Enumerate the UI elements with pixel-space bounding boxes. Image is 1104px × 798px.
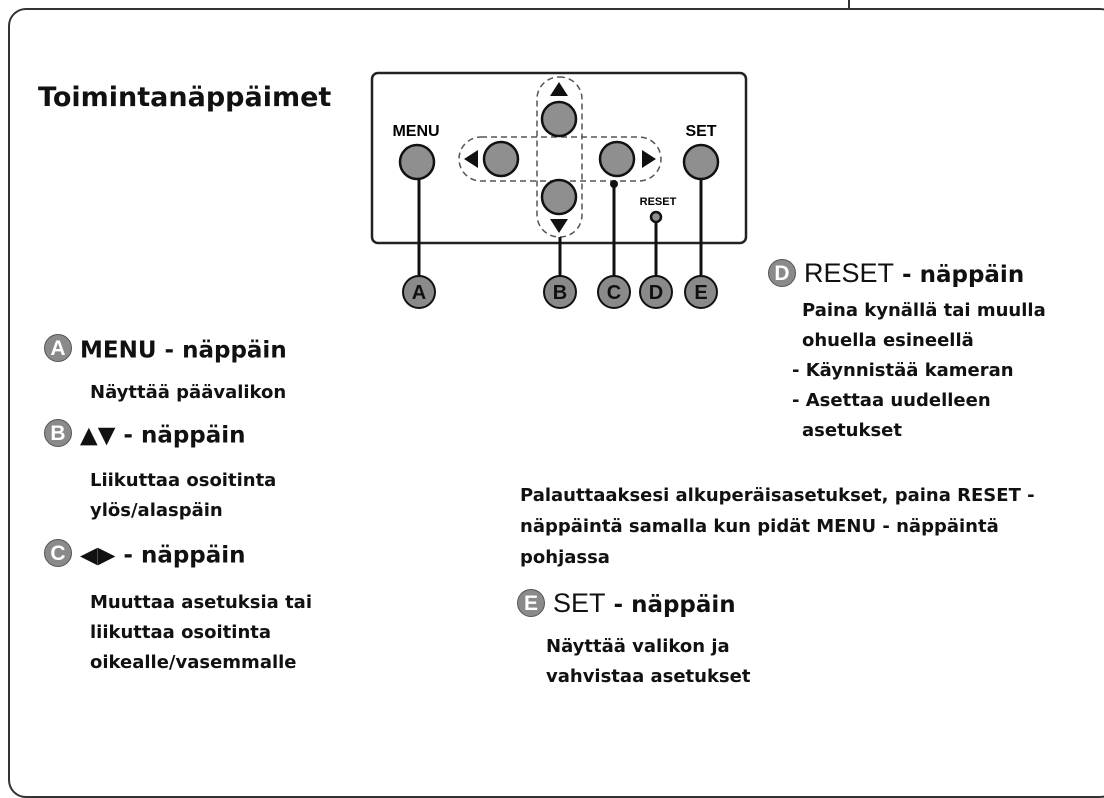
badge-a: A xyxy=(44,334,72,362)
item-e-suffix: - näppäin xyxy=(605,592,736,618)
item-a-key: MENU xyxy=(80,337,157,364)
menu-button xyxy=(398,143,436,181)
left-arrow-icon xyxy=(464,150,478,168)
reset-note: Palauttaaksesi alkuperäisasetukset, pain… xyxy=(520,485,1035,568)
item-e-desc: Näyttää valikon ja vahvistaa asetukset xyxy=(546,636,751,687)
item-e-key: SET xyxy=(553,588,606,618)
set-panel-label: SET xyxy=(685,123,716,140)
up-arrow-icon xyxy=(550,82,568,96)
frame-divider xyxy=(848,0,850,9)
callout-b: B xyxy=(553,282,567,304)
callout-c: C xyxy=(607,282,621,304)
right-button xyxy=(598,140,636,178)
item-c-key: ◀▶ xyxy=(80,542,116,569)
camera-button-diagram: MENU SET RESET A B C D E xyxy=(370,71,748,309)
item-e-heading: E SET - näppäin xyxy=(517,588,736,620)
callout-a: A xyxy=(412,282,426,304)
item-b-desc: Liikuttaa osoitinta ylös/alaspäin xyxy=(90,470,277,521)
item-d-desc: Paina kynällä tai muulla ohuella esineel… xyxy=(792,300,1046,441)
set-button xyxy=(682,143,720,181)
item-d-suffix: - näppäin xyxy=(894,262,1025,288)
reset-panel-label: RESET xyxy=(640,196,677,208)
callout-e: E xyxy=(694,282,707,304)
item-b-suffix: - näppäin xyxy=(115,422,246,449)
item-c-desc: Muuttaa asetuksia tai liikuttaa osoitint… xyxy=(90,592,312,673)
down-button xyxy=(540,178,578,216)
reset-hole xyxy=(649,210,663,224)
up-button xyxy=(540,100,578,138)
item-c-suffix: - näppäin xyxy=(115,542,246,569)
item-d-heading: D RESET - näppäin xyxy=(768,258,1024,290)
menu-panel-label: MENU xyxy=(392,123,439,140)
item-c-heading: C ◀▶ - näppäin xyxy=(44,539,246,570)
left-button xyxy=(482,140,520,178)
badge-b: B xyxy=(44,419,72,447)
item-b-key: ▲▼ xyxy=(80,422,116,449)
item-a-desc: Näyttää päävalikon xyxy=(90,382,287,403)
updown-group-outline xyxy=(536,76,583,238)
badge-d: D xyxy=(768,258,796,287)
page-title: Toimintanäppäimet xyxy=(38,82,332,113)
right-arrow-icon xyxy=(642,150,656,168)
down-arrow-icon xyxy=(550,219,568,233)
badge-e: E xyxy=(517,588,545,617)
item-d-key: RESET xyxy=(804,258,895,288)
item-b-heading: B ▲▼ - näppäin xyxy=(44,419,246,450)
callout-d: D xyxy=(649,282,663,304)
badge-c: C xyxy=(44,539,72,567)
item-a-suffix: - näppäin xyxy=(156,337,287,364)
item-a-heading: A MENU - näppäin xyxy=(44,334,287,365)
